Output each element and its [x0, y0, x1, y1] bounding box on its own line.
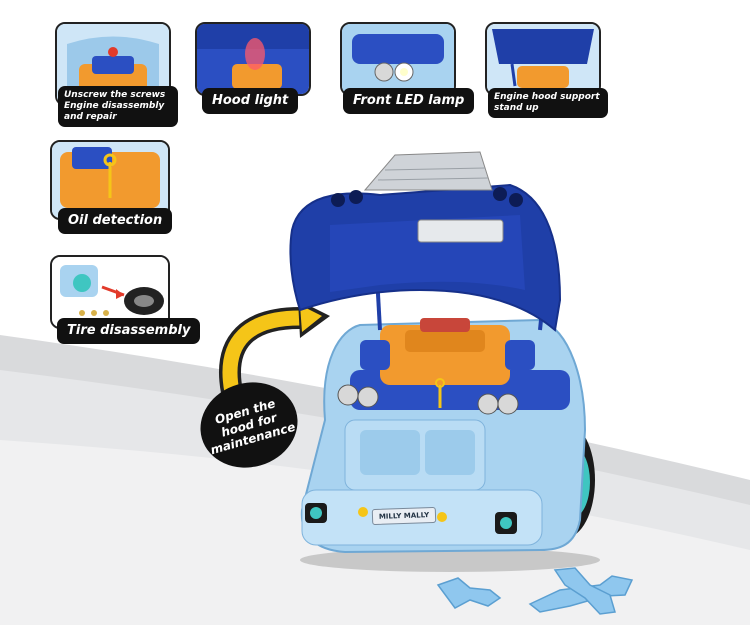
- feature-caption-oil: Oil detection: [58, 208, 173, 234]
- front-led-thumb-image: [342, 24, 454, 94]
- feature-caption-front-led: Front LED lamp: [343, 88, 475, 114]
- tire-thumb-image: [52, 257, 168, 327]
- feature-thumb-tire: [50, 255, 170, 329]
- feature-caption-hood-support: Engine hood support stand up: [488, 88, 608, 118]
- feature-thumb-hood-support: [485, 22, 601, 96]
- feature-caption-screws: Unscrew the screws Engine disassembly an…: [58, 86, 178, 127]
- hood-support-thumb-image: [487, 24, 599, 94]
- hood-light-thumb-image: [197, 24, 309, 94]
- oil-thumb-image: [52, 142, 168, 218]
- feature-thumb-hood-light: [195, 22, 311, 96]
- feature-thumb-oil: [50, 140, 170, 220]
- feature-caption-hood-light: Hood light: [202, 88, 299, 114]
- feature-thumb-front-led: [340, 22, 456, 96]
- feature-caption-tire: Tire disassembly: [57, 318, 201, 344]
